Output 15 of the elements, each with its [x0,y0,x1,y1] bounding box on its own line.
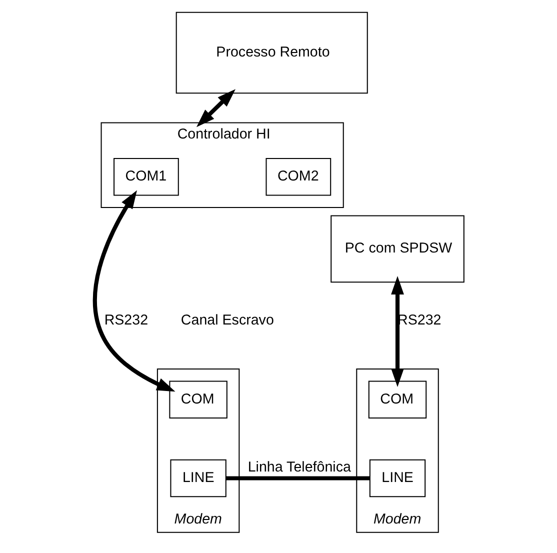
node-box: COM2 [266,158,332,196]
node-box: LINE [170,459,226,498]
arrow [391,276,404,387]
edge-label: RS232 [104,312,148,329]
node-box: COM [368,380,427,418]
node-box: COM [169,380,228,418]
node-box: PC com SPDSW [330,215,464,283]
node-box: Processo Remoto [176,12,368,94]
edge-label: Linha Telefônica [248,459,351,476]
node-box: COM1 [114,158,179,196]
label: Canal Escravo [180,312,274,329]
connector [226,476,370,480]
arrow [196,89,236,128]
node-box: LINE [369,459,426,498]
arrow [92,190,176,392]
